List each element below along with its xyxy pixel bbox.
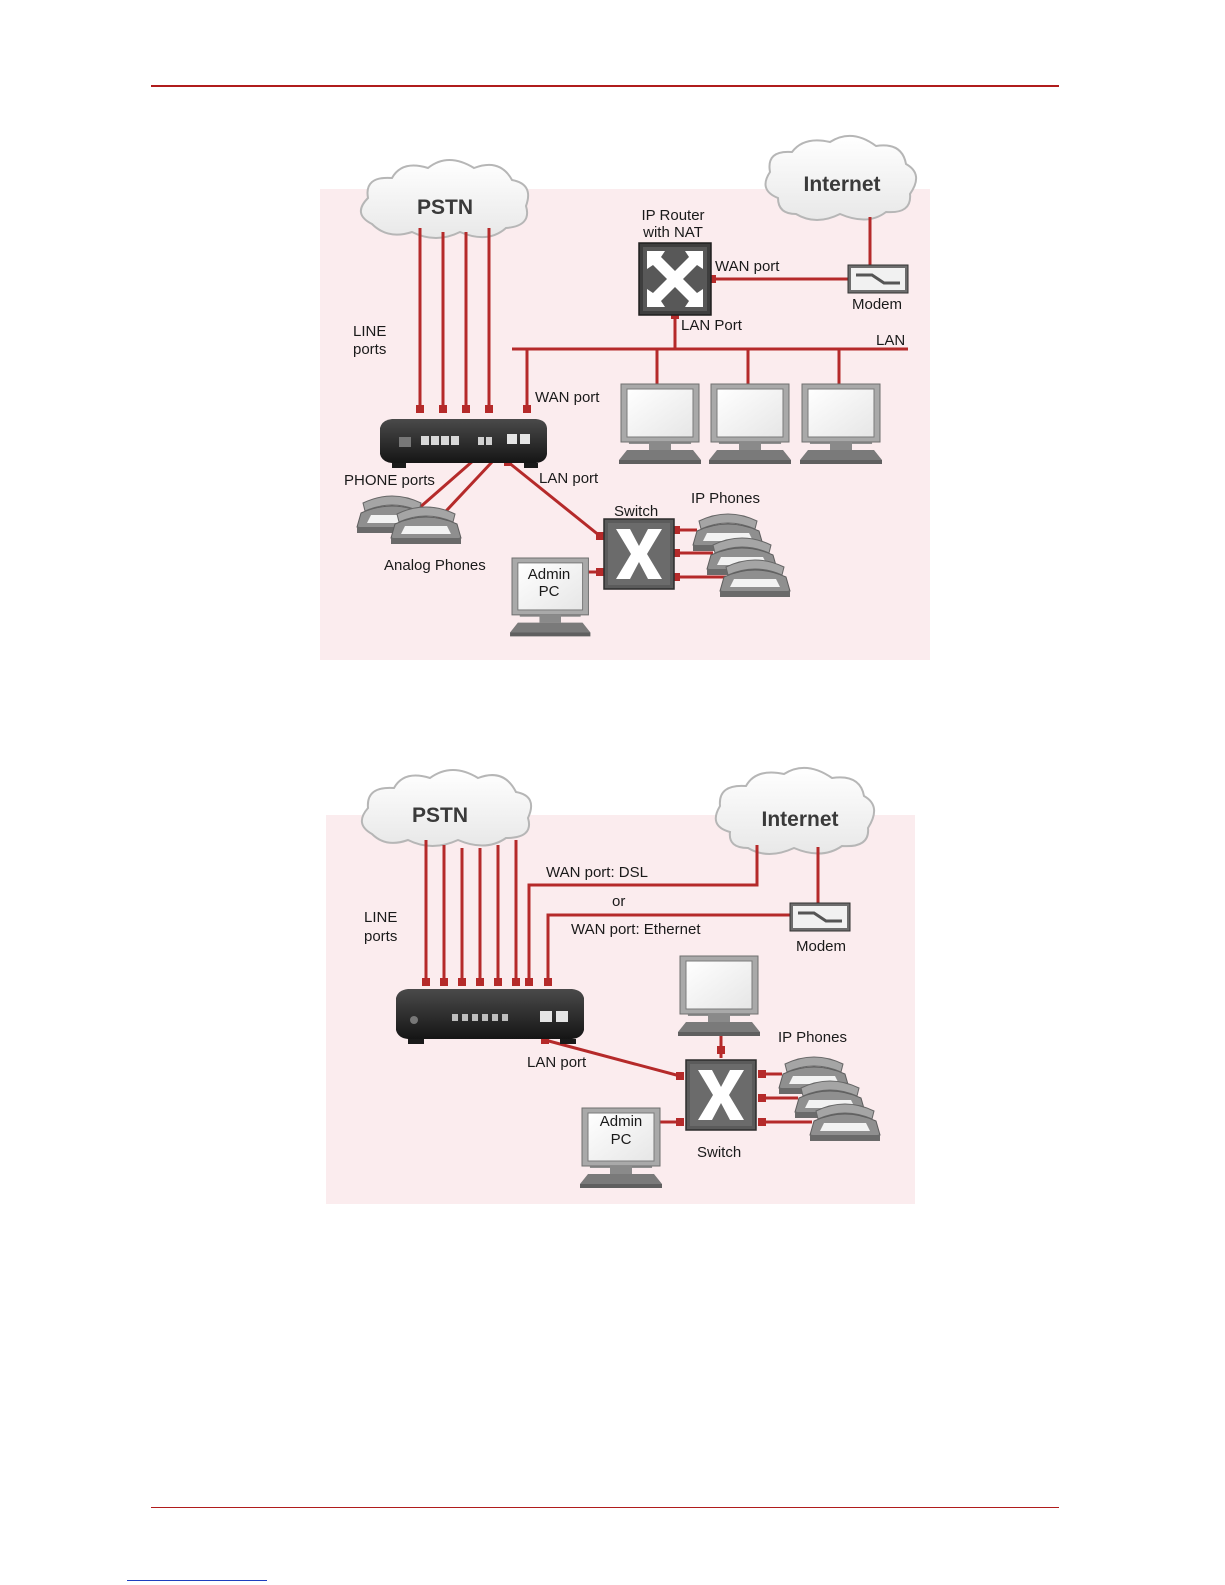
ip-router-label-1: IP Router: [641, 207, 704, 224]
internet-cloud-label: Internet: [803, 173, 880, 196]
lan-label: LAN: [876, 332, 905, 349]
footer-link-underline[interactable]: [127, 1580, 267, 1581]
ip-phones-label: IP Phones: [691, 490, 760, 507]
switch-label: Switch: [614, 503, 658, 520]
admin-pc-label-2a: Admin: [600, 1113, 643, 1130]
router-lan-port-label: LAN Port: [681, 317, 743, 334]
footer-rule: [151, 1507, 1059, 1508]
lan-pc-3-icon: [800, 384, 882, 464]
lan-pc-2-icon: [709, 384, 791, 464]
diagram-1: PSTN Internet: [320, 136, 930, 660]
modem-label-2: Modem: [796, 938, 846, 955]
lan-port-label-2: LAN port: [527, 1054, 587, 1071]
switch-label-2: Switch: [697, 1144, 741, 1161]
pstn-cloud-label: PSTN: [417, 196, 473, 219]
internet-cloud-label-2: Internet: [761, 808, 838, 831]
or-label: or: [612, 893, 625, 910]
line-ports-label-1: LINE: [353, 323, 386, 340]
diagram-2: PSTN Internet: [326, 768, 915, 1204]
ip-phones-label-2: IP Phones: [778, 1029, 847, 1046]
analog-phones-label: Analog Phones: [384, 557, 486, 574]
line-ports-label-2a: LINE: [364, 909, 397, 926]
ip-router-icon: [639, 243, 711, 315]
modem-icon: [848, 265, 908, 293]
analog-phone-2-icon: [391, 507, 461, 544]
router-wan-port-label: WAN port: [715, 258, 780, 275]
wan-dsl-label: WAN port: DSL: [546, 864, 648, 881]
switch-icon-2: [686, 1060, 756, 1130]
line-ports-label-2: ports: [353, 341, 386, 358]
device-wan-port-label: WAN port: [535, 389, 600, 406]
line-ports-label-2b: ports: [364, 928, 397, 945]
ip-router-label-2: with NAT: [642, 224, 703, 241]
ip-phone-3-icon-2: [810, 1104, 880, 1141]
device-lan-port-label: LAN port: [539, 470, 599, 487]
voip-gateway-device-icon: [380, 419, 547, 468]
admin-pc-label-1: Admin: [528, 566, 571, 583]
lan-pc-icon-2: [678, 956, 760, 1036]
ip-phone-3-icon: [720, 560, 790, 597]
pstn-cloud-label-2: PSTN: [412, 804, 468, 827]
voip-gateway-device-icon-2: [396, 989, 584, 1044]
wan-ethernet-label: WAN port: Ethernet: [571, 921, 701, 938]
switch-icon: [604, 519, 674, 589]
phone-ports-label: PHONE ports: [344, 472, 435, 489]
modem-icon-2: [790, 903, 850, 931]
lan-pc-1-icon: [619, 384, 701, 464]
admin-pc-label-2: PC: [539, 583, 560, 600]
admin-pc-label-2b: PC: [611, 1131, 632, 1148]
modem-label: Modem: [852, 296, 902, 313]
